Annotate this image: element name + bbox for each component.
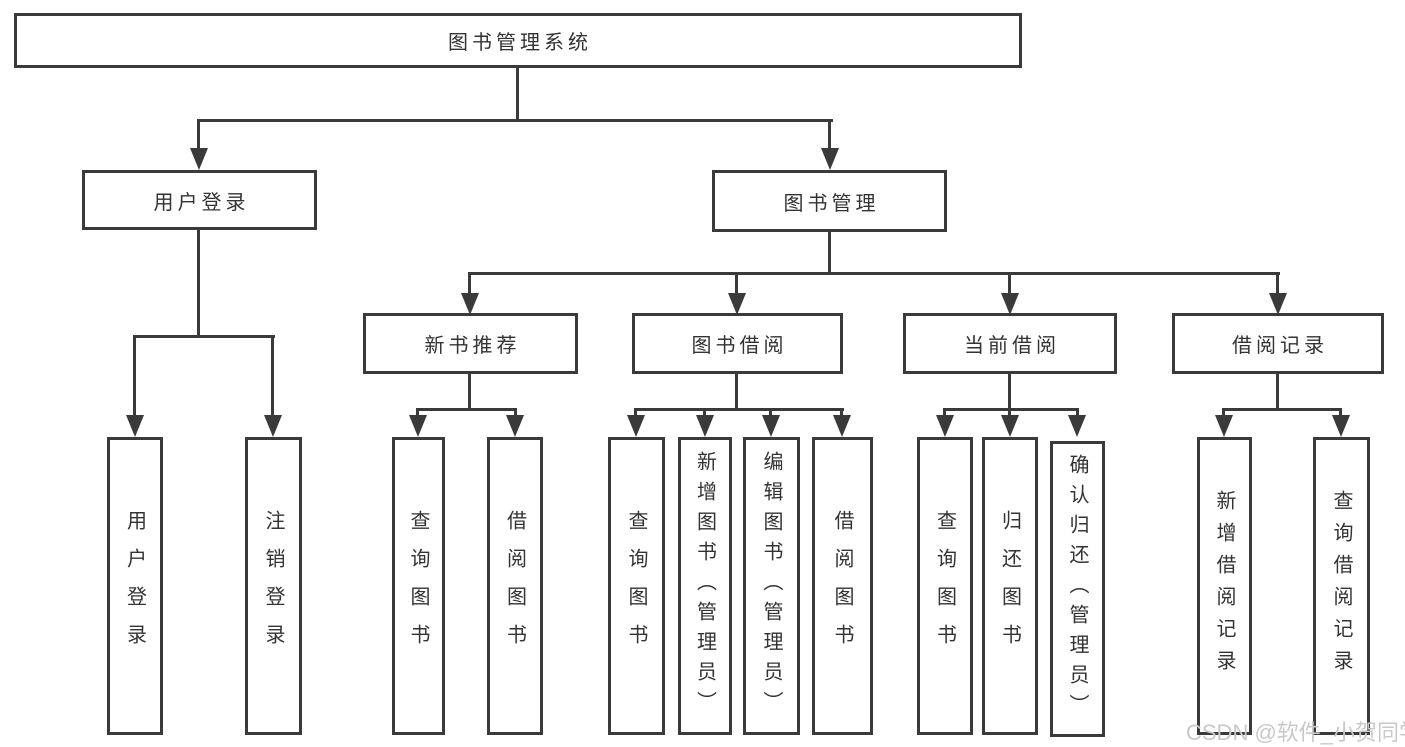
connector-down: [1008, 374, 1011, 411]
connector-stem: [1276, 275, 1279, 293]
leaf-logout: 注销登录: [245, 437, 302, 735]
leaf-label: 注销登录: [262, 510, 284, 662]
arrow-down-icon: [1332, 415, 1350, 437]
node-label: 借阅记录: [1232, 335, 1328, 357]
leaf-label: 确认归还（管理员）: [1066, 454, 1088, 724]
connector-branch: [1222, 408, 1342, 411]
leaf-borrow-books: 借阅图书: [812, 437, 873, 735]
node-new-book-recommend: 新书推荐: [363, 313, 578, 374]
arrow-down-icon: [728, 293, 746, 315]
leaf-add-book-admin: 新增图书（管理员）: [678, 437, 732, 735]
arrow-down-icon: [461, 293, 479, 315]
node-book-management: 图书管理: [712, 170, 947, 232]
connector-stem: [634, 408, 637, 418]
connector-stem: [735, 275, 738, 293]
arrow-down-icon: [506, 415, 524, 437]
leaf-confirm-return-admin: 确认归还（管理员）: [1050, 441, 1105, 737]
arrow-down-icon: [264, 415, 282, 437]
arrow-down-icon: [696, 415, 714, 437]
arrow-down-icon: [762, 415, 780, 437]
arrow-down-icon: [126, 415, 144, 437]
leaf-label: 查询图书: [407, 510, 429, 662]
connector-book-management-down: [828, 232, 831, 275]
connector-stem: [133, 338, 136, 417]
leaf-label: 新增借阅记录: [1213, 490, 1235, 682]
connector-down: [468, 374, 471, 411]
leaf-label: 查询图书: [933, 510, 956, 662]
leaf-return-books: 归还图书: [982, 437, 1038, 735]
connector-stem: [703, 408, 706, 418]
connector-down: [735, 374, 738, 411]
leaf-label: 新增图书（管理员）: [693, 451, 716, 721]
connector-stem: [943, 408, 946, 418]
node-label: 图书管理系统: [448, 32, 592, 54]
connector-level3-branch: [468, 272, 1280, 275]
leaf-label: 归还图书: [998, 510, 1021, 662]
leaf-query-books-current: 查询图书: [917, 437, 973, 735]
connector-branch: [943, 408, 1079, 411]
connector-stem: [1076, 408, 1079, 418]
leaf-label: 查询借阅记录: [1330, 490, 1352, 682]
connector-stem: [840, 408, 843, 418]
connector-to-user-login: [197, 122, 200, 150]
leaf-query-books-recommend: 查询图书: [392, 437, 445, 735]
node-current-borrow: 当前借阅: [903, 313, 1117, 374]
arrow-down-icon: [190, 148, 208, 170]
node-book-borrow: 图书借阅: [632, 313, 843, 374]
node-label: 图书管理: [783, 192, 880, 215]
node-label: 图书借阅: [691, 335, 788, 357]
watermark: CSDN @软件_小贺同学: [1186, 720, 1405, 745]
leaf-label: 借阅图书: [831, 510, 853, 662]
arrow-down-icon: [1068, 415, 1086, 437]
leaf-label: 用户登录: [123, 510, 146, 662]
arrow-down-icon: [1215, 415, 1233, 437]
arrow-down-icon: [1001, 293, 1019, 315]
node-user-login: 用户登录: [82, 170, 317, 230]
arrow-down-icon: [936, 415, 954, 437]
leaf-label: 查询图书: [625, 510, 647, 662]
connector-stem: [514, 408, 517, 418]
node-library-management-system: 图书管理系统: [14, 13, 1022, 68]
arrow-down-icon: [409, 415, 427, 437]
connector-stem: [769, 408, 772, 418]
arrow-down-icon: [1269, 293, 1287, 315]
node-label: 用户登录: [153, 191, 250, 214]
arrow-down-icon: [833, 415, 851, 437]
leaf-edit-book-admin: 编辑图书（管理员）: [743, 437, 800, 735]
leaf-label: 编辑图书（管理员）: [760, 451, 782, 721]
connector-root-down: [516, 68, 519, 122]
connector-stem: [1339, 408, 1342, 418]
connector-user-login-branch: [133, 335, 275, 338]
leaf-query-books-borrow: 查询图书: [608, 437, 665, 735]
connector-down: [1276, 374, 1279, 411]
connector-branch: [416, 408, 517, 411]
connector-level2-branch: [197, 119, 833, 122]
leaf-user-login: 用户登录: [107, 437, 163, 735]
leaf-label: 借阅图书: [503, 510, 526, 662]
connector-to-book-management: [828, 122, 831, 150]
connector-stem: [468, 275, 471, 293]
connector-branch: [634, 408, 844, 411]
connector-stem: [1222, 408, 1225, 418]
node-borrow-records: 借阅记录: [1172, 313, 1384, 374]
connector-stem: [271, 338, 274, 417]
leaf-query-borrow-record: 查询借阅记录: [1313, 437, 1370, 735]
arrow-down-icon: [627, 415, 645, 437]
leaf-borrow-books-recommend: 借阅图书: [487, 437, 543, 735]
connector-user-login-down: [197, 230, 200, 338]
arrow-down-icon: [821, 148, 839, 170]
node-label: 当前借阅: [964, 335, 1060, 357]
connector-stem: [1008, 408, 1011, 418]
connector-stem: [1008, 275, 1011, 293]
leaf-add-borrow-record: 新增借阅记录: [1197, 437, 1252, 735]
node-label: 新书推荐: [424, 335, 521, 357]
connector-stem: [416, 408, 419, 418]
arrow-down-icon: [1001, 415, 1019, 437]
